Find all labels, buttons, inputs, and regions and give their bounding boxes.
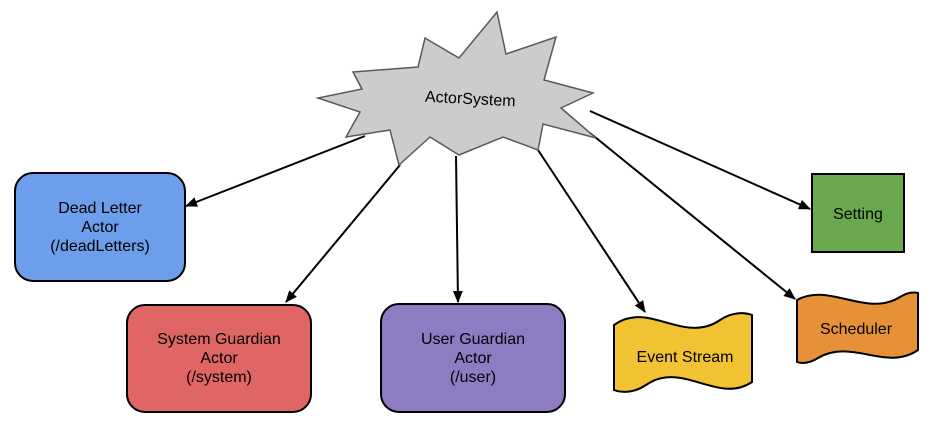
event-stream-label: Event Stream xyxy=(637,349,734,366)
edge-to-dead-letter xyxy=(185,135,366,207)
system-guardian-box xyxy=(126,304,312,413)
system-guardian-line-2: Actor xyxy=(200,350,238,367)
svg-text:Actor: Actor xyxy=(200,350,238,367)
svg-text:Dead Letter: Dead Letter xyxy=(58,200,142,217)
event-stream-node: Event Stream xyxy=(613,312,753,393)
edge-to-scheduler xyxy=(589,132,796,300)
dead-letter-box xyxy=(14,172,186,282)
system-guardian-actor-node: System Guardian Actor (/system) xyxy=(126,304,312,413)
scheduler-node: Scheduler xyxy=(796,291,919,364)
event-stream-tape xyxy=(613,312,753,393)
user-guardian-line-2: Actor xyxy=(454,350,492,367)
svg-text:(/system): (/system) xyxy=(186,369,252,386)
svg-text:Actor: Actor xyxy=(454,350,492,367)
actor-system-node: ActorSystem xyxy=(315,10,597,167)
actor-system-star xyxy=(315,10,597,167)
scheduler-tape xyxy=(796,291,919,364)
setting-node: Setting xyxy=(811,173,905,253)
setting-box xyxy=(811,173,905,253)
dead-letter-line-2: Actor xyxy=(81,219,119,236)
svg-text:Actor: Actor xyxy=(81,219,119,236)
user-guardian-line-3: (/user) xyxy=(450,369,496,386)
dead-letter-line-3: (/deadLetters) xyxy=(50,238,150,255)
actor-system-label: ActorSystem xyxy=(425,89,516,111)
svg-text:User Guardian: User Guardian xyxy=(421,331,525,348)
dead-letter-actor-node: Dead Letter Actor (/deadLetters) xyxy=(14,172,186,282)
svg-text:(/user): (/user) xyxy=(450,369,496,386)
system-guardian-line-1: System Guardian xyxy=(157,331,281,348)
user-guardian-box xyxy=(380,303,566,413)
edge-to-system-guardian xyxy=(285,164,401,303)
user-guardian-actor-node: User Guardian Actor (/user) xyxy=(380,303,566,413)
svg-text:System Guardian: System Guardian xyxy=(157,331,281,348)
system-guardian-line-3: (/system) xyxy=(186,369,252,386)
setting-label: Setting xyxy=(833,206,883,223)
svg-text:(/deadLetters): (/deadLetters) xyxy=(50,238,150,255)
dead-letter-line-1: Dead Letter xyxy=(58,200,142,217)
scheduler-label: Scheduler xyxy=(820,321,893,338)
edge-to-event-stream xyxy=(537,149,646,313)
edges xyxy=(185,110,811,313)
edge-to-user-guardian xyxy=(452,155,463,303)
user-guardian-line-1: User Guardian xyxy=(421,331,525,348)
edge-to-setting xyxy=(589,110,811,210)
